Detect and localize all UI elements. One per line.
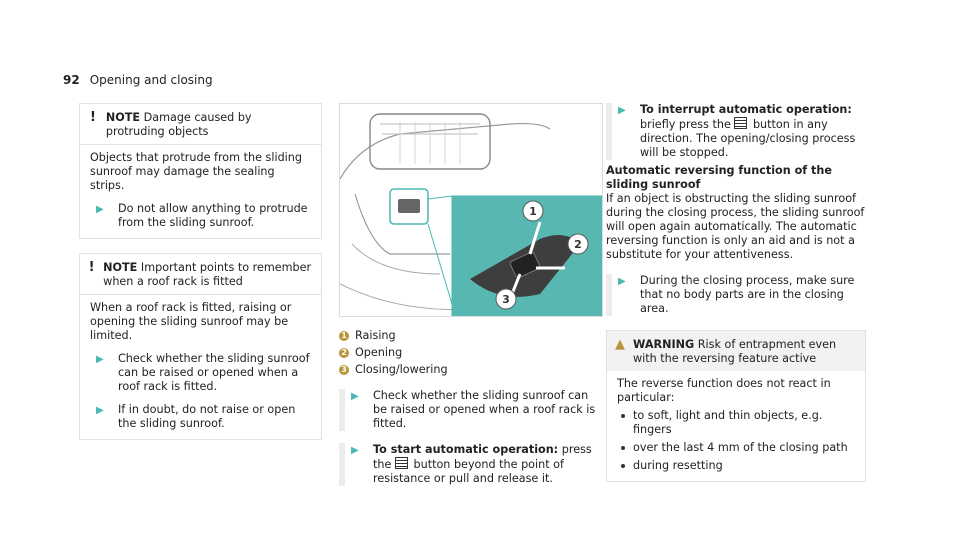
legend-number: 2	[339, 348, 349, 358]
note-label: NOTE	[105, 111, 141, 124]
warning-box: ▲ WARNING Risk of entrapment even with t…	[606, 330, 866, 482]
note-heading: NOTE Important points to remember when a…	[103, 261, 313, 289]
note-header: ! NOTE Damage caused by protruding objec…	[80, 104, 321, 145]
page-header: 92 Opening and closing	[63, 73, 213, 87]
instruction-step: ▶ To start automatic operation: press th…	[339, 443, 601, 486]
step-bold-lead: To start automatic operation:	[373, 443, 559, 456]
note-step-text: Do not allow anything to protrude from t…	[118, 202, 308, 229]
column-left: ! NOTE Damage caused by protruding objec…	[79, 103, 322, 454]
legend-item: 2 Opening	[339, 346, 601, 360]
step-text: button in any direction. The opening/clo…	[640, 118, 856, 159]
bullet-dot-icon	[621, 414, 625, 418]
bullet-text: over the last 4 mm of the closing path	[633, 441, 848, 454]
page-number: 92	[63, 73, 80, 87]
note-body: When a roof rack is fitted, raising or o…	[80, 295, 321, 439]
warning-text: The reverse function does not react in p…	[617, 377, 831, 404]
warning-body: The reverse function does not react in p…	[607, 371, 865, 481]
note-heading: NOTE Damage caused by protruding objects	[106, 111, 313, 139]
warning-heading: WARNING Risk of entrapment even with the…	[633, 338, 857, 366]
note-step: ▶ Do not allow anything to protrude from…	[90, 202, 311, 230]
note-body: Objects that protrude from the sliding s…	[80, 145, 321, 238]
legend-text: Raising	[355, 329, 396, 342]
note-text: When a roof rack is fitted, raising or o…	[90, 301, 292, 342]
instruction-step: ▶ Check whether the sliding sunroof can …	[339, 389, 601, 431]
callout-2-label: 2	[574, 238, 582, 251]
legend-number: 3	[339, 365, 349, 375]
legend-item: 3 Closing/lowering	[339, 363, 601, 377]
step-text: press the	[373, 443, 592, 471]
sunroof-illustration: 1 2 3	[339, 113, 603, 317]
callout-2	[567, 233, 589, 255]
bullet-dot-icon	[621, 464, 625, 468]
section-body: If an object is obstructing the sliding …	[606, 192, 865, 261]
sunroof-switch-figure: 1 2 3	[339, 103, 603, 317]
warning-header: ▲ WARNING Risk of entrapment even with t…	[607, 331, 865, 371]
warning-title: Risk of entrapment even with the reversi…	[633, 338, 837, 365]
exclamation-icon: !	[88, 260, 95, 275]
step-text: Check whether the sliding sunroof can be…	[373, 389, 596, 430]
column-middle: 1 2 3 1 Raising 2 Opening 3 Closing/lowe…	[339, 103, 603, 486]
instruction-step: ▶ During the closing process, make sure …	[606, 274, 866, 316]
legend-number: 1	[339, 331, 349, 341]
note-box-roof-rack: ! NOTE Important points to remember when…	[79, 253, 322, 440]
note-box-protruding: ! NOTE Damage caused by protruding objec…	[79, 103, 322, 239]
warning-triangle-icon: ▲	[615, 337, 625, 352]
step-text-group: To interrupt automatic operation: briefl…	[640, 103, 866, 160]
note-step-text: If in doubt, do not raise or open the sl…	[118, 403, 296, 430]
callout-1	[522, 200, 544, 222]
legend-text: Closing/lowering	[355, 363, 448, 376]
figure-legend: 1 Raising 2 Opening 3 Closing/lowering	[339, 329, 601, 377]
note-header: ! NOTE Important points to remember when…	[80, 254, 321, 295]
step-arrow-icon: ▶	[96, 204, 104, 215]
step-arrow-icon: ▶	[618, 105, 626, 116]
exclamation-icon: !	[89, 110, 96, 125]
warning-bullet: over the last 4 mm of the closing path	[617, 441, 855, 455]
step-arrow-icon: ▶	[96, 354, 104, 365]
step-arrow-icon: ▶	[351, 445, 359, 456]
sunroof-button-icon	[734, 117, 748, 129]
note-step: ▶ If in doubt, do not raise or open the …	[90, 403, 311, 431]
note-step: ▶ Check whether the sliding sunroof can …	[90, 352, 311, 394]
bullet-text: during resetting	[633, 459, 723, 472]
warning-label: WARNING	[633, 338, 695, 351]
note-text: Objects that protrude from the sliding s…	[90, 151, 302, 192]
bullet-text: to soft, light and thin objects, e.g. fi…	[633, 409, 823, 436]
step-bold-lead: To interrupt automatic operation:	[640, 103, 852, 116]
section-title: Opening and closing	[89, 73, 213, 87]
bullet-dot-icon	[621, 446, 625, 450]
callout-3	[495, 288, 517, 310]
sunroof-button-icon	[394, 457, 408, 469]
legend-item: 1 Raising	[339, 329, 601, 343]
warning-bullet: during resetting	[617, 459, 855, 473]
note-label: NOTE	[103, 261, 138, 274]
column-right: ▶ To interrupt automatic operation: brie…	[606, 103, 866, 482]
step-text: During the closing process, make sure th…	[640, 274, 855, 315]
callout-3-label: 3	[502, 293, 510, 306]
step-text: briefly press the	[640, 118, 731, 131]
step-text-group: To start automatic operation: press the …	[373, 443, 601, 486]
note-title: Important points to remember when a roof…	[103, 261, 312, 288]
step-arrow-icon: ▶	[96, 405, 104, 416]
section-heading: Automatic reversing function of the slid…	[606, 164, 832, 191]
callout-1-label: 1	[529, 205, 537, 218]
note-step-text: Check whether the sliding sunroof can be…	[118, 352, 310, 393]
note-title: Damage caused by protruding objects	[105, 111, 252, 138]
warning-bullet: to soft, light and thin objects, e.g. fi…	[617, 409, 855, 437]
instruction-step: ▶ To interrupt automatic operation: brie…	[606, 103, 866, 160]
step-arrow-icon: ▶	[351, 391, 359, 402]
step-arrow-icon: ▶	[618, 276, 626, 287]
legend-text: Opening	[355, 346, 403, 359]
step-text: button beyond the point of resistance or…	[373, 458, 564, 485]
